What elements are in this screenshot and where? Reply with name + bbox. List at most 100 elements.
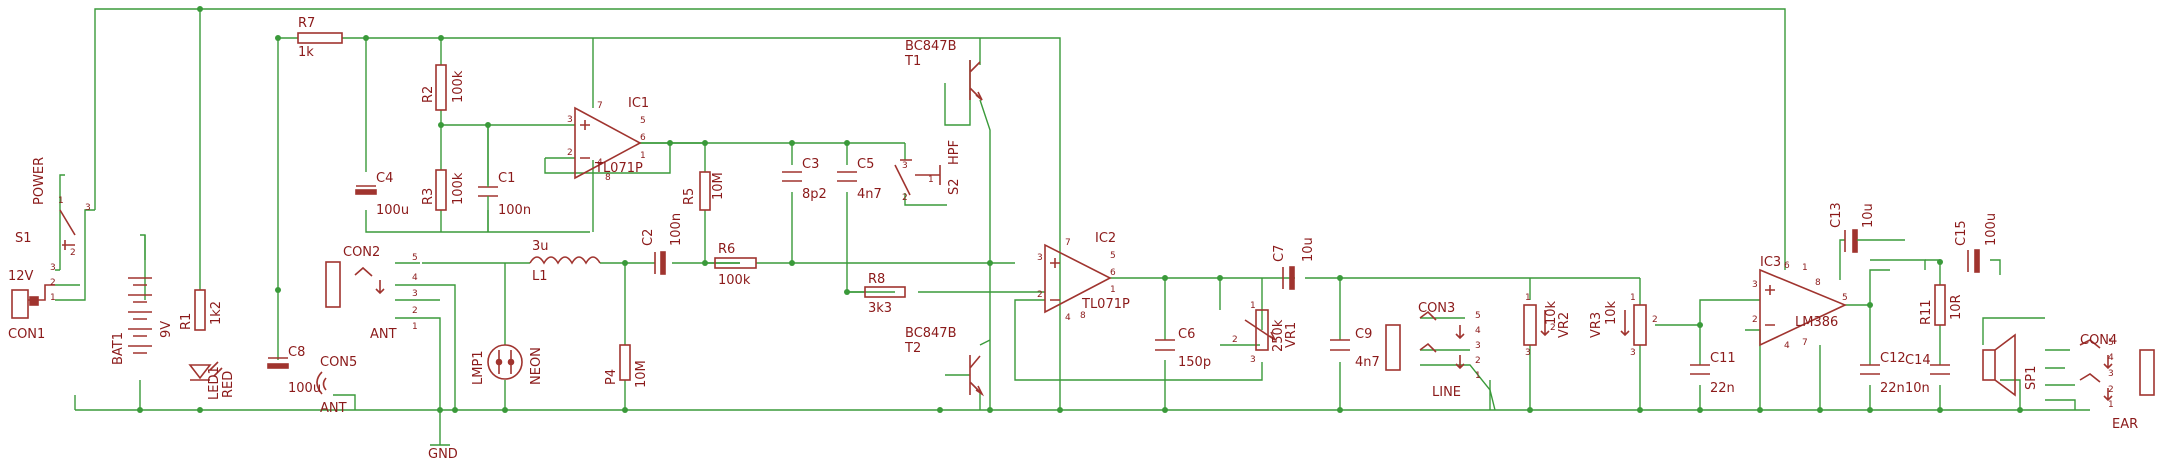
label-con3: CON3	[1418, 301, 1455, 316]
svg-text:1: 1	[1250, 301, 1256, 311]
label-led1-value: RED	[221, 371, 236, 398]
label-p4-value: 10M	[634, 360, 649, 388]
led-led1	[188, 361, 223, 381]
label-c6: C6	[1178, 327, 1195, 342]
svg-text:1: 1	[1475, 371, 1481, 381]
svg-text:3: 3	[85, 203, 91, 213]
label-led1: LED1	[207, 366, 222, 400]
svg-text:7: 7	[597, 101, 603, 111]
svg-text:5: 5	[1110, 251, 1116, 261]
resistor-r3	[435, 169, 447, 211]
transistor-t1	[969, 60, 983, 101]
label-c9: C9	[1355, 327, 1372, 342]
battery-bat1	[128, 277, 152, 354]
label-vr2-value: 10k	[1544, 300, 1559, 325]
svg-text:2: 2	[1752, 315, 1758, 325]
svg-text:2: 2	[1652, 315, 1658, 325]
pin-numbers: 32 74 56 18 32 74 56 18 32 64 58 17 54 3…	[50, 101, 2114, 410]
svg-text:4: 4	[1475, 326, 1481, 336]
label-c1-value: 100n	[498, 203, 531, 218]
label-con1: CON1	[8, 327, 45, 342]
svg-text:5: 5	[412, 253, 418, 263]
speaker-sp1	[1982, 333, 2016, 397]
label-t2: T2	[904, 341, 921, 356]
svg-text:5: 5	[1842, 293, 1848, 303]
svg-text:3: 3	[1037, 253, 1043, 263]
svg-text:1: 1	[412, 322, 418, 332]
label-t1-value: BC847B	[905, 39, 957, 54]
connector-con3	[1385, 310, 1465, 371]
resistor-r8	[864, 286, 906, 298]
capacitor-c12	[1860, 364, 1880, 375]
potentiometer-vr3	[1620, 304, 1647, 346]
label-con2: CON2	[343, 245, 380, 260]
label-ic3-value: LM386	[1795, 315, 1838, 330]
label-vr1-value: 250k	[1271, 319, 1286, 352]
label-con4: CON4	[2080, 333, 2117, 348]
label-ear: EAR	[2112, 417, 2138, 432]
svg-text:4: 4	[1065, 313, 1071, 323]
svg-text:6: 6	[640, 133, 646, 143]
label-c8: C8	[288, 345, 305, 360]
label-line: LINE	[1432, 385, 1461, 400]
label-c5-value: 4n7	[857, 187, 882, 202]
label-c11-value: 22n	[1710, 381, 1735, 396]
label-r1: R1	[179, 313, 194, 330]
svg-text:1: 1	[928, 175, 934, 185]
svg-text:2: 2	[70, 248, 76, 258]
capacitor-c5	[837, 171, 857, 182]
resistor-r6	[714, 257, 757, 269]
svg-text:4: 4	[1784, 341, 1790, 351]
svg-text:1: 1	[58, 196, 64, 206]
capacitor-c4	[355, 185, 377, 195]
capacitor-c14	[1930, 364, 1950, 375]
svg-text:7: 7	[1065, 238, 1071, 248]
connector-con1	[11, 284, 55, 319]
svg-text:3: 3	[902, 161, 908, 171]
svg-text:8: 8	[605, 173, 611, 183]
svg-text:3: 3	[2108, 369, 2114, 379]
label-c1: C1	[498, 171, 515, 186]
labels: R7 1k R2 100k R3 100k C1 100n C4 100u IC…	[8, 16, 2138, 462]
label-con5: CON5	[320, 355, 357, 370]
svg-text:2: 2	[1475, 356, 1481, 366]
label-vr3: VR3	[1589, 312, 1604, 338]
label-r3-value: 100k	[451, 172, 466, 205]
resistor-r1	[194, 289, 206, 331]
connector-con2	[325, 261, 385, 308]
capacitor-c15	[1967, 249, 1980, 273]
label-c7-value: 10u	[1301, 237, 1316, 262]
svg-text:8: 8	[1080, 311, 1086, 321]
label-r7-value: 1k	[298, 45, 314, 60]
svg-text:6: 6	[1110, 268, 1116, 278]
label-r5-value: 10M	[711, 172, 726, 200]
svg-text:4: 4	[412, 273, 418, 283]
lamp-lmp1	[487, 344, 523, 380]
svg-text:5: 5	[2108, 338, 2114, 348]
capacitor-c2	[654, 251, 666, 275]
capacitor-c11	[1690, 364, 1710, 375]
svg-text:1: 1	[1525, 293, 1531, 303]
svg-text:2: 2	[412, 306, 418, 316]
label-c8-value: 100u	[288, 381, 321, 396]
amplifier-ic3	[1759, 268, 1847, 347]
wires	[55, 8, 2090, 445]
label-lmp1: LMP1	[471, 350, 486, 385]
svg-text:7: 7	[1802, 338, 1808, 348]
label-t1: T1	[904, 54, 921, 69]
junctions	[137, 6, 2023, 413]
label-c15: C15	[1954, 220, 1969, 246]
potentiometer-vr2	[1523, 304, 1550, 346]
capacitor-c8	[267, 357, 289, 369]
connector-con4	[2079, 339, 2155, 402]
label-c7: C7	[1272, 245, 1287, 262]
svg-text:3: 3	[412, 289, 418, 299]
label-ic1-value: TL071P	[594, 161, 643, 176]
label-r8: R8	[868, 272, 885, 287]
label-s2: S2	[947, 178, 962, 195]
label-c14: C14	[1905, 353, 1931, 368]
label-r6: R6	[718, 242, 735, 257]
label-c13: C13	[1829, 202, 1844, 228]
label-ic2: IC2	[1095, 231, 1116, 246]
label-c4-value: 100u	[376, 203, 409, 218]
